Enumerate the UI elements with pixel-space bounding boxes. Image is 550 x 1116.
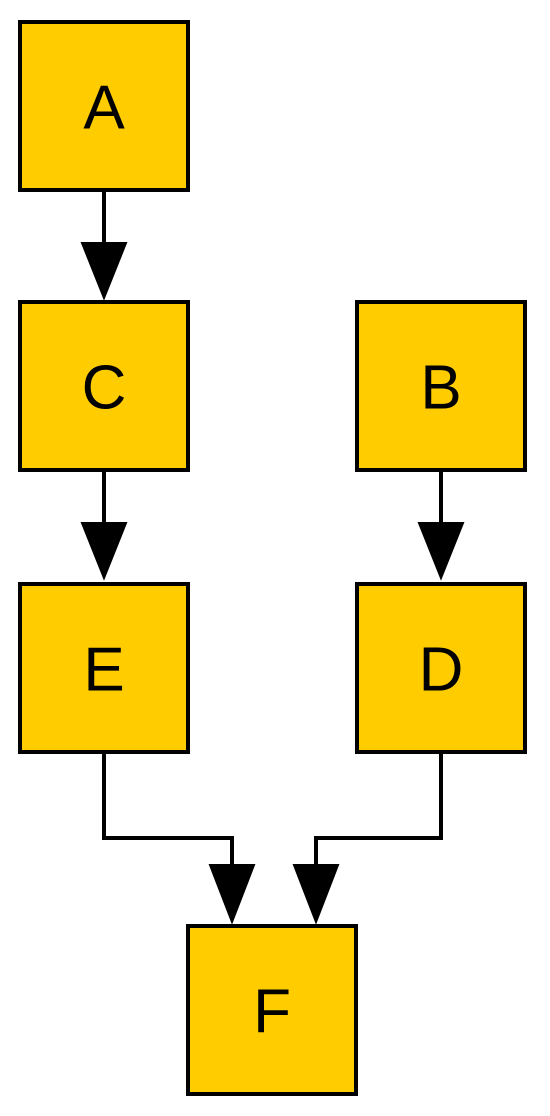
edge-a-to-c <box>80 190 128 301</box>
node-f: F <box>186 924 358 1096</box>
node-c-label: C <box>82 354 127 423</box>
edge-d-to-f <box>292 753 443 925</box>
node-e-label: E <box>83 636 124 705</box>
node-b-label: B <box>420 354 461 423</box>
node-e: E <box>18 582 190 754</box>
edge-b-to-d <box>417 470 465 581</box>
node-d: D <box>355 582 527 754</box>
node-c: C <box>18 300 190 472</box>
node-f-label: F <box>253 978 291 1047</box>
node-a-label: A <box>83 74 125 143</box>
edge-c-to-e <box>80 470 128 581</box>
node-d-label: D <box>419 636 464 705</box>
edge-e-to-f <box>102 753 256 925</box>
node-a: A <box>18 20 190 192</box>
node-b: B <box>355 300 527 472</box>
